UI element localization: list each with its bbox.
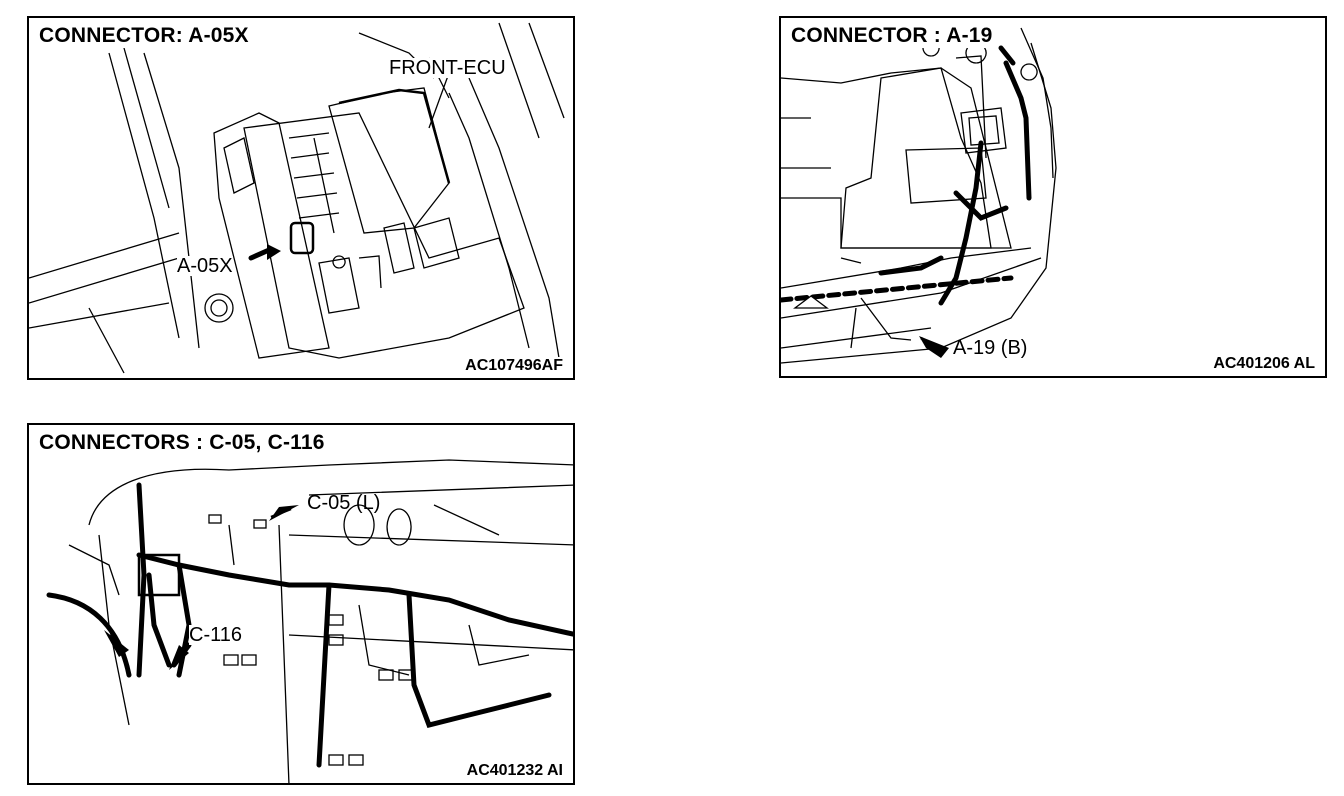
callout-front-ecu: FRONT-ECU — [389, 57, 506, 79]
figure-code: AC107496AF — [465, 357, 563, 375]
callout-c116: C-116 — [189, 624, 242, 646]
connectors-c05-c116-panel: CONNECTORS : C-05, C-116 C-05 (L) C-116 … — [27, 423, 575, 785]
dashboard-harness-illustration — [46, 459, 573, 783]
connector-a19-panel: CONNECTOR : A-19 A-19 (B) AC401206 AL — [779, 16, 1327, 378]
panel-title: CONNECTORS : C-05, C-116 — [39, 431, 327, 455]
callout-a05x: A-05X — [177, 255, 233, 277]
figure-code: AC401232 AI — [466, 762, 563, 780]
fuse-box-illustration — [29, 22, 565, 374]
engine-bay-illustration — [781, 27, 1057, 364]
connector-a05x-panel: CONNECTOR: A-05X FRONT-ECU A-05X AC10749… — [27, 16, 575, 380]
figure-code: AC401206 AL — [1213, 355, 1315, 373]
panel-title: CONNECTOR : A-19 — [791, 24, 995, 48]
callout-a19-b: A-19 (B) — [953, 337, 1028, 359]
panel-title: CONNECTOR: A-05X — [39, 24, 251, 48]
callout-c05-l: C-05 (L) — [307, 492, 381, 514]
